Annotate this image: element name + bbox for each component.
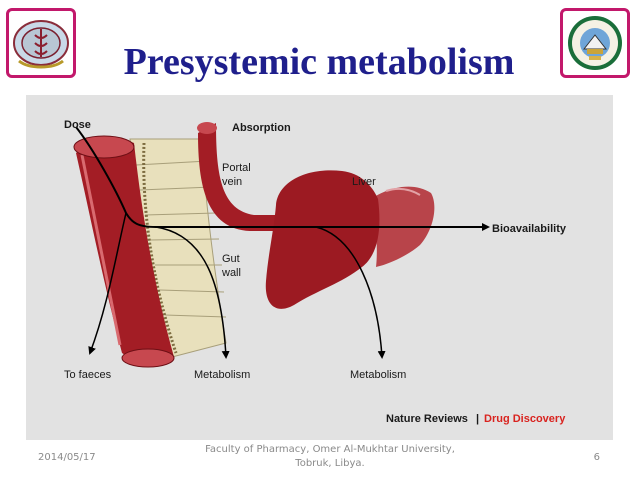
footer-institution-line2: Tobruk, Libya.: [295, 458, 365, 469]
absorption-label: Absorption: [232, 122, 291, 134]
university-seal: [560, 8, 630, 78]
footer-date: 2014/05/17: [38, 452, 96, 463]
gut-tube: [73, 135, 175, 368]
gut-metabolism-label: Metabolism: [194, 369, 250, 381]
credit-publisher: Nature Reviews: [386, 413, 468, 425]
faculty-logo: [6, 8, 76, 78]
portal-vein-label-line2: vein: [222, 176, 242, 188]
gut-wall-label-line2: wall: [221, 267, 241, 279]
slide-number: 6: [593, 452, 600, 463]
footer-institution: Faculty of Pharmacy, Omer Al-Mukhtar Uni…: [200, 443, 460, 471]
presystemic-metabolism-diagram: Dose Absorption Portal vein Liver Gut wa…: [26, 95, 613, 440]
liver-label: Liver: [352, 176, 376, 188]
liver: [265, 170, 435, 309]
bioavailability-label: Bioavailability: [492, 223, 567, 235]
portal-vein: [197, 122, 276, 231]
gut-wall-label-line1: Gut: [222, 253, 240, 265]
dose-label: Dose: [64, 119, 91, 131]
slide-title: Presystemic metabolism: [123, 41, 515, 83]
to-faeces-label: To faeces: [64, 369, 112, 381]
portal-vein-label-line1: Portal: [222, 162, 251, 174]
liver-metabolism-label: Metabolism: [350, 369, 406, 381]
credit-journal: Drug Discovery: [484, 413, 566, 425]
footer-institution-line1: Faculty of Pharmacy, Omer Al-Mukhtar Uni…: [205, 444, 455, 455]
figure-credit: Nature Reviews | Drug Discovery: [386, 413, 566, 425]
credit-separator: |: [476, 413, 479, 425]
